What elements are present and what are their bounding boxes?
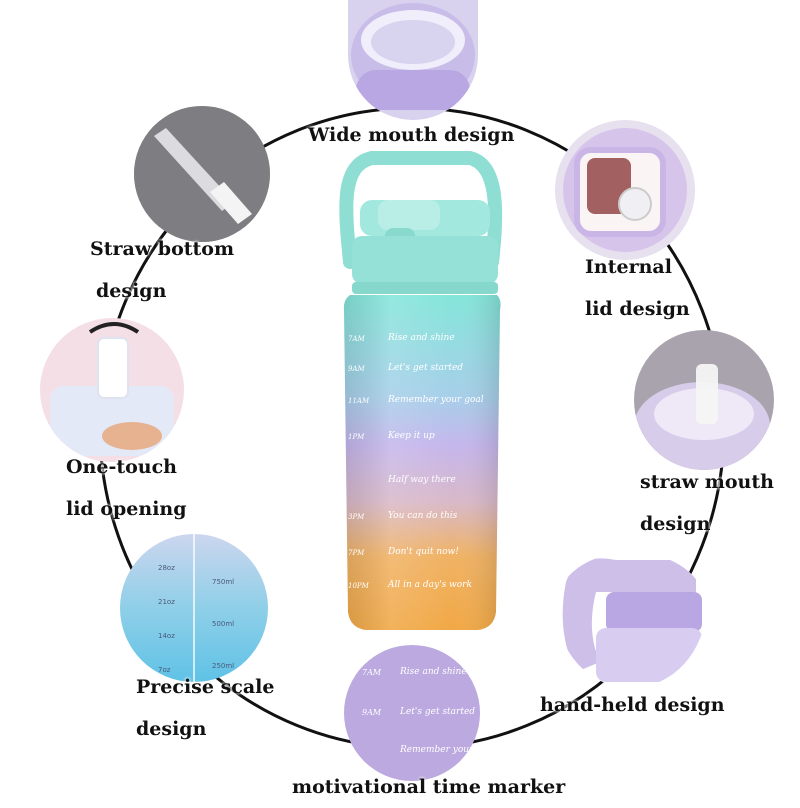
precise-scale-label-line1: Precise scale: [136, 676, 275, 698]
one-touch-label-line1: One-touch: [66, 456, 177, 478]
zoom-marker-text: Remember your goal: [400, 745, 496, 755]
internal-lid-label-line2: lid design: [585, 298, 690, 320]
hand-held-photo: [556, 552, 706, 688]
precise-scale-label-line2: design: [136, 718, 207, 740]
bottle-marker-time: 10PM: [348, 582, 369, 590]
bottle-marker-text: Don't quit now!: [388, 547, 459, 557]
precise-scale-label: Precise scale design: [136, 666, 274, 750]
bottle-marker-time: 9AM: [348, 365, 365, 373]
bottle-marker-text: Rise and shine: [388, 333, 455, 343]
bottle-marker-time: 7PM: [348, 549, 365, 557]
straw-bottom-label: Straw bottom design: [90, 228, 234, 312]
bottle-marker-1: 9AM Let's get started: [348, 363, 496, 377]
bottle-marker-0: 7AM Rise and shine: [348, 333, 496, 347]
scale-marks: 28oz 21oz 14oz 7oz 750ml 500ml 250ml: [120, 534, 268, 682]
scale-ml-mark: 500ml: [212, 620, 235, 628]
zoom-marker-time: 7AM: [362, 668, 382, 677]
time-marker-label: motivational time marker: [292, 776, 566, 798]
bottle-marker-6: 7PM Don't quit now!: [348, 547, 496, 561]
internal-lid-label: Internal lid design: [585, 246, 690, 330]
bottle-marker-text: Remember your goal: [388, 395, 484, 405]
straw-bottom-label-line2: design: [96, 280, 167, 302]
bottle-marker-7: 10PM All in a day's work: [348, 580, 496, 594]
bottle-marker-text: Let's get started: [388, 363, 464, 373]
straw-mouth-label: straw mouth design: [640, 461, 774, 545]
straw-mouth-label-line1: straw mouth: [640, 471, 774, 493]
straw-mouth-label-line2: design: [640, 513, 711, 535]
zoom-marker-2: Remember your goal: [362, 745, 496, 759]
scale-oz-mark: 7oz: [158, 666, 171, 674]
zoom-marker-text: Let's get started: [400, 707, 476, 717]
bottle-marker-text: Keep it up: [388, 431, 435, 441]
time-marker-photo: [344, 645, 480, 781]
bottle-marker-time: 1PM: [348, 433, 365, 441]
wide-mouth-photo: [348, 0, 478, 120]
straw-mouth-photo: [634, 330, 774, 470]
bottle-marker-5: 3PM You can do this: [348, 511, 496, 525]
internal-lid-label-line1: Internal: [585, 256, 672, 278]
internal-lid-photo: [555, 120, 695, 260]
scale-ml-mark: 250ml: [212, 662, 235, 670]
straw-bottom-label-line1: Straw bottom: [90, 238, 235, 260]
bottle-marker-text: All in a day's work: [388, 580, 472, 590]
precise-scale-photo: [120, 534, 268, 682]
scale-oz-mark: 14oz: [158, 632, 175, 640]
bottle-marker-2: 11AM Remember your goal: [348, 395, 496, 409]
bottle-time-markers: 7AM Rise and shine 9AM Let's get started 11A…: [346, 325, 496, 615]
scale-ml-mark: 750ml: [212, 578, 235, 586]
wide-mouth-label: Wide mouth design: [308, 124, 515, 146]
bottle-marker-time: 3PM: [348, 513, 365, 521]
zoom-marker-1: 9AM Let's get started: [362, 707, 480, 721]
one-touch-label: One-touch lid opening: [66, 446, 187, 530]
bottle-marker-text: You can do this: [388, 511, 458, 521]
zoom-marker-time: 9AM: [362, 708, 382, 717]
bottle-marker-3: 1PM Keep it up: [348, 431, 496, 445]
bottle-marker-text: Half way there: [388, 475, 456, 485]
straw-bottom-photo: [134, 106, 270, 242]
zoom-marker-text: Rise and shine: [400, 667, 467, 677]
one-touch-lid-photo: [40, 318, 184, 462]
bottle-marker-4: Half way there: [348, 475, 496, 489]
scale-oz-mark: 28oz: [158, 564, 175, 572]
bottle-marker-time: 11AM: [348, 397, 370, 405]
zoom-marker-0: 7AM Rise and shine: [362, 667, 480, 681]
scale-oz-mark: 21oz: [158, 598, 175, 606]
one-touch-label-line2: lid opening: [66, 498, 187, 520]
hand-held-label: hand-held design: [540, 694, 725, 716]
bottle-marker-time: 7AM: [348, 335, 365, 343]
